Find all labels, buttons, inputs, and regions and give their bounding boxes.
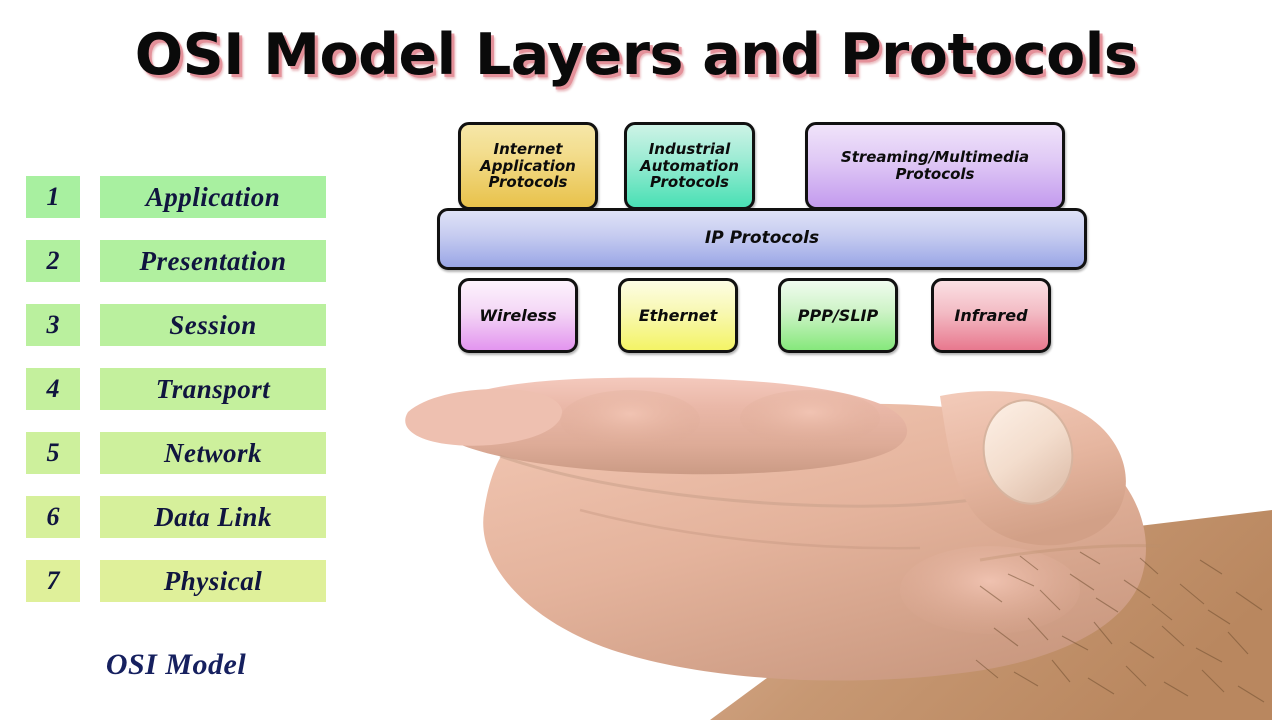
osi-layer-number: 1	[26, 176, 80, 218]
protocol-box-wireless: Wireless	[458, 278, 578, 353]
osi-layer-list: 1 Application 2 Presentation 3 Session 4…	[26, 176, 326, 624]
spacer	[80, 368, 100, 410]
osi-layer-row: 6 Data Link	[26, 496, 326, 538]
osi-layer-name: Session	[100, 304, 326, 346]
osi-layer-row: 1 Application	[26, 176, 326, 218]
osi-model-caption: OSI Model	[105, 648, 247, 681]
osi-layer-number: 7	[26, 560, 80, 602]
osi-layer-name: Network	[100, 432, 326, 474]
osi-layer-name: Physical	[100, 560, 326, 602]
osi-layer-number: 2	[26, 240, 80, 282]
osi-layer-name: Application	[100, 176, 326, 218]
spacer	[80, 432, 100, 474]
osi-layer-row: 2 Presentation	[26, 240, 326, 282]
open-palm-hand-image	[380, 360, 1272, 720]
protocol-box-industrial-automation: Industrial Automation Protocols	[624, 122, 755, 210]
protocol-bar-ip-protocols: IP Protocols	[437, 208, 1087, 270]
protocol-box-internet-application: Internet Application Protocols	[458, 122, 598, 210]
protocol-box-ppp-slip: PPP/SLIP	[778, 278, 898, 353]
spacer	[80, 560, 100, 602]
spacer	[80, 176, 100, 218]
osi-layer-row: 4 Transport	[26, 368, 326, 410]
osi-layer-row: 5 Network	[26, 432, 326, 474]
osi-layer-name: Data Link	[100, 496, 326, 538]
page-title: OSI Model Layers and Protocols	[134, 22, 1138, 88]
spacer	[80, 496, 100, 538]
protocol-box-streaming-multimedia: Streaming/Multimedia Protocols	[805, 122, 1065, 210]
osi-layer-name: Transport	[100, 368, 326, 410]
osi-layer-number: 3	[26, 304, 80, 346]
protocol-diagram: Internet Application Protocols Industria…	[437, 118, 1087, 363]
spacer	[80, 240, 100, 282]
osi-layer-number: 4	[26, 368, 80, 410]
osi-layer-number: 6	[26, 496, 80, 538]
osi-layer-row: 7 Physical	[26, 560, 326, 602]
osi-layer-number: 5	[26, 432, 80, 474]
protocol-box-ethernet: Ethernet	[618, 278, 738, 353]
spacer	[80, 304, 100, 346]
osi-layer-row: 3 Session	[26, 304, 326, 346]
osi-layer-name: Presentation	[100, 240, 326, 282]
protocol-box-infrared: Infrared	[931, 278, 1051, 353]
